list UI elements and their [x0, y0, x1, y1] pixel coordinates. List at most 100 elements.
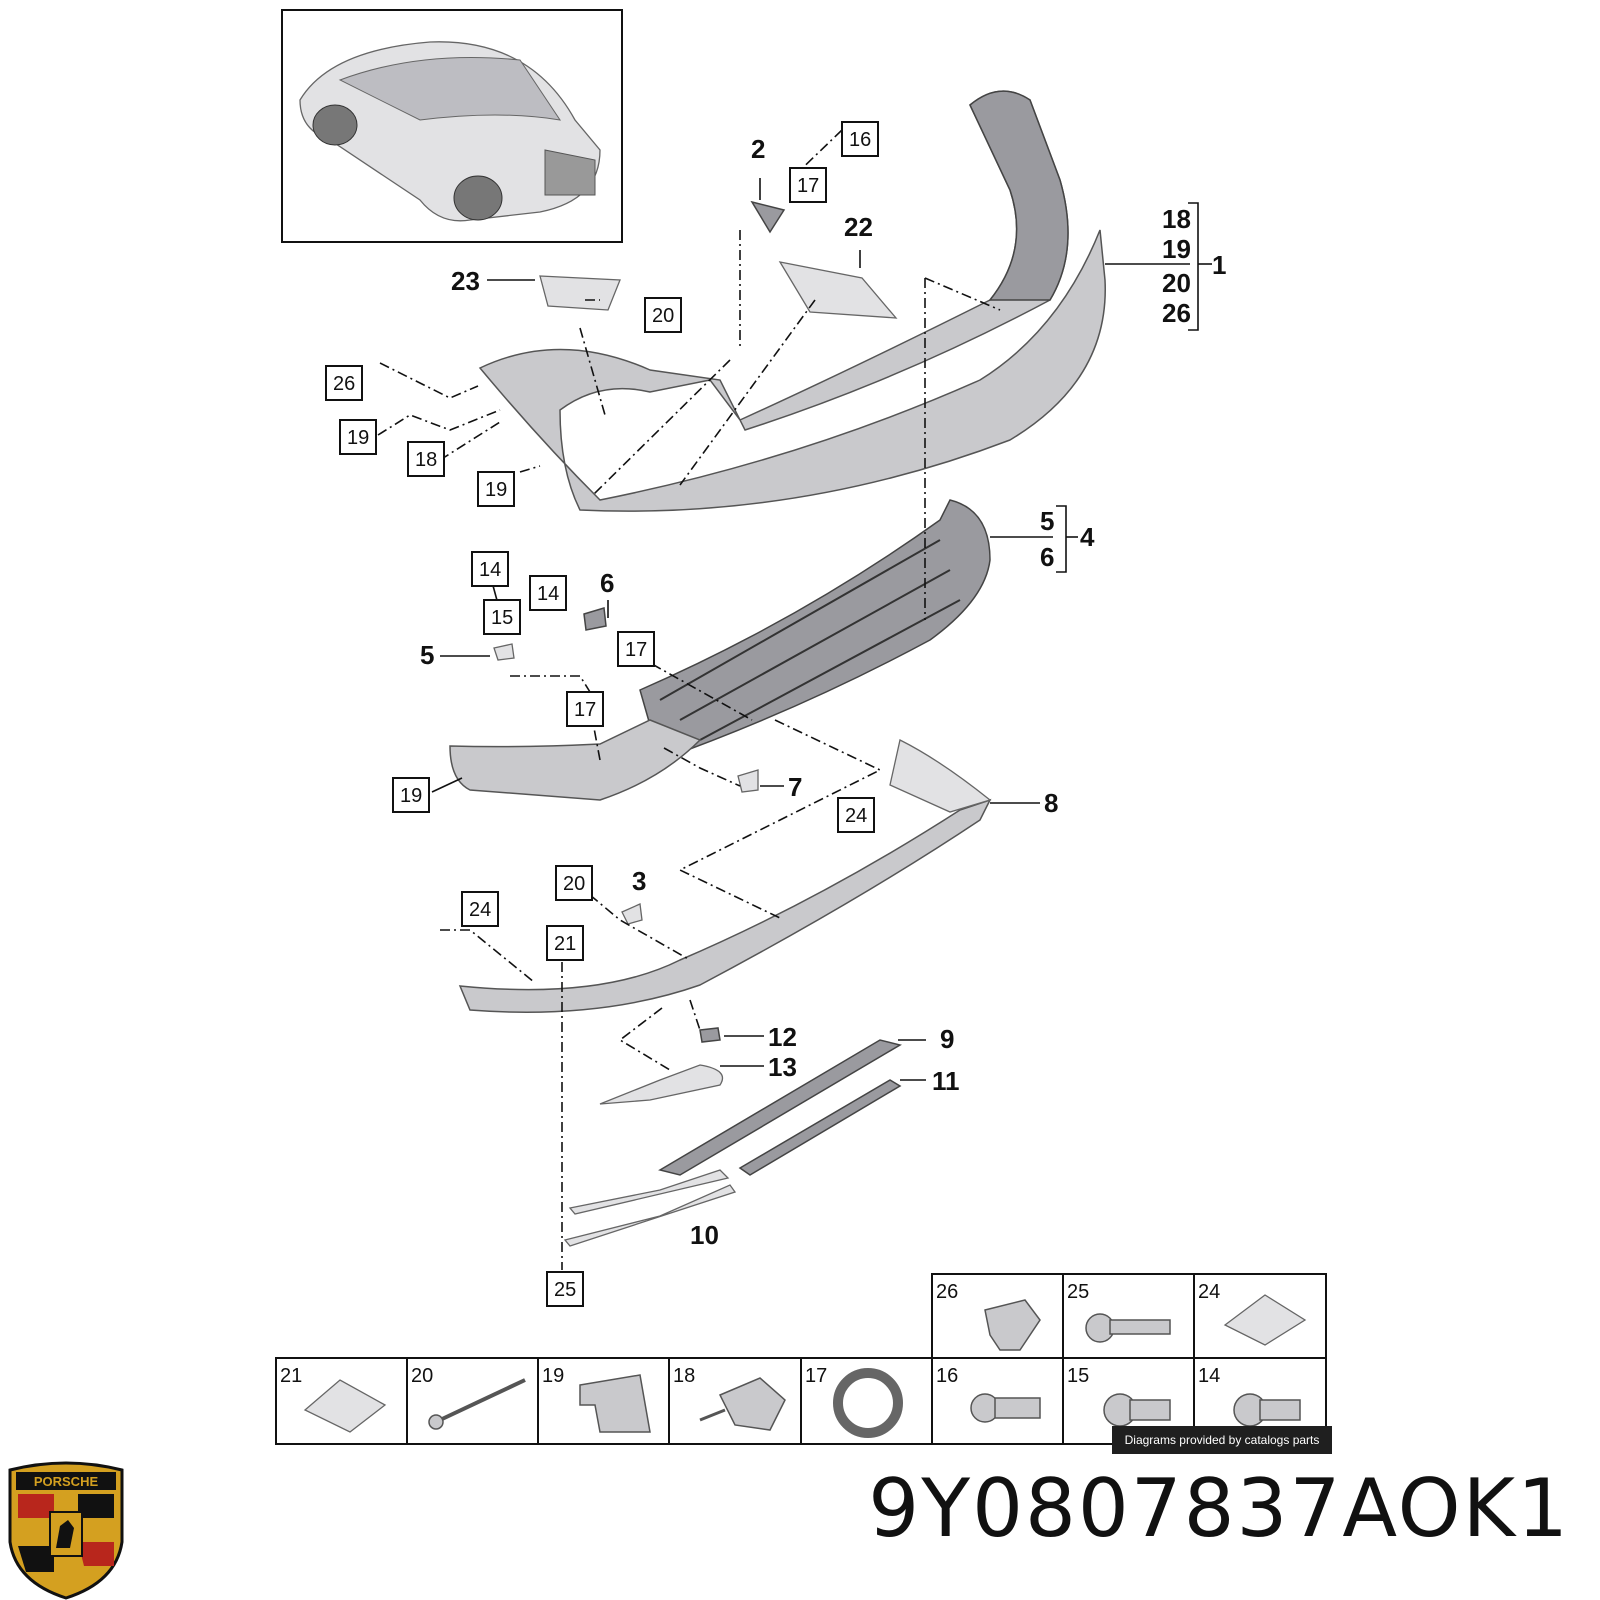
box-17-top: 17	[789, 167, 827, 203]
callout-5: 5	[420, 640, 434, 670]
fastener-icon-26	[984, 1299, 1041, 1351]
callout-12: 12	[768, 1022, 797, 1052]
boxed-callouts: 16 17 20 26 19 18 19 14 14 15 17 17 19 2…	[325, 121, 879, 1307]
box-20-top: 20	[644, 297, 682, 333]
clip-part-12	[699, 1027, 721, 1043]
sensor-icon-14	[1233, 1393, 1301, 1427]
box-25: 25	[546, 1271, 584, 1307]
svg-text:14: 14	[479, 559, 501, 581]
grid-label-17: 17	[805, 1365, 827, 1387]
grid-label-15: 15	[1067, 1365, 1089, 1387]
box-16: 16	[841, 121, 879, 157]
callout-numbers: 1 18 19 20 26 2 22 23 5 6 4 6 5 7 8 3 12…	[420, 134, 1226, 1250]
bracket-icon-19	[579, 1374, 651, 1433]
grid-label-18: 18	[673, 1365, 695, 1387]
svg-text:19: 19	[347, 427, 369, 449]
svg-text:PORSCHE: PORSCHE	[34, 1474, 99, 1489]
bumper-carrier	[639, 499, 991, 761]
box-21: 21	[546, 925, 584, 961]
grid-label-14: 14	[1198, 1365, 1220, 1387]
part-number: 9Y0807837AOK1	[868, 1462, 1570, 1555]
callout-5-group: 5	[1040, 506, 1054, 536]
grid-label-24: 24	[1198, 1281, 1220, 1303]
reflector-right	[778, 261, 898, 319]
box-24-a: 24	[837, 797, 875, 833]
lower-bumper-section	[449, 719, 702, 801]
callout-10: 10	[690, 1220, 719, 1250]
reflector-left	[539, 275, 621, 311]
svg-text:20: 20	[652, 305, 674, 327]
vehicle-overview-thumbnail	[281, 9, 623, 243]
callout-1: 1	[1212, 250, 1226, 280]
callout-6: 6	[600, 568, 614, 598]
diffuser-end-cap	[889, 739, 992, 813]
svg-text:24: 24	[845, 805, 867, 827]
callout-26: 26	[1162, 298, 1191, 328]
box-17-mid: 17	[617, 631, 655, 667]
grid-label-20: 20	[411, 1365, 433, 1387]
box-14-b: 14	[529, 575, 567, 611]
callout-6-group: 6	[1040, 542, 1054, 572]
grid-label-25: 25	[1067, 1281, 1089, 1303]
svg-text:19: 19	[400, 785, 422, 807]
svg-text:14: 14	[537, 583, 559, 605]
hardware-grid: 26 25 24 21 20 19 18 17 16 15 14	[275, 1273, 1327, 1445]
callout-22: 22	[844, 212, 873, 242]
trim-strip-13	[599, 1064, 724, 1105]
trim-strip-10a	[568, 1169, 730, 1215]
box-15: 15	[483, 599, 521, 635]
box-14-a: 14	[471, 551, 509, 587]
box-17-low: 17	[566, 691, 604, 727]
grid-label-26: 26	[936, 1281, 958, 1303]
svg-text:26: 26	[333, 373, 355, 395]
box-18: 18	[407, 441, 445, 477]
clip-part-2	[750, 200, 786, 234]
callout-7: 7	[788, 772, 802, 802]
porsche-crest-icon: PORSCHE	[8, 1461, 124, 1600]
ring-icon-17	[833, 1368, 903, 1438]
box-20-low: 20	[555, 865, 593, 901]
grid-label-19: 19	[542, 1365, 564, 1387]
clip-part-5	[493, 643, 515, 661]
svg-text:19: 19	[485, 479, 507, 501]
rivet-icon-20	[428, 1378, 526, 1430]
callout-4: 4	[1080, 522, 1095, 552]
svg-text:25: 25	[554, 1279, 576, 1301]
svg-text:17: 17	[574, 699, 596, 721]
callout-8: 8	[1044, 788, 1058, 818]
clip-part-7	[737, 769, 759, 793]
catalog-credit-bar: Diagrams provided by catalogs parts	[1112, 1426, 1332, 1454]
callout-19: 19	[1162, 234, 1191, 264]
svg-text:15: 15	[491, 607, 513, 629]
rear-diffuser	[458, 798, 992, 1013]
box-19-a: 19	[339, 419, 377, 455]
callout-13: 13	[768, 1052, 797, 1082]
sensor-icon-15	[1103, 1393, 1171, 1427]
screw-icon-25	[1085, 1313, 1171, 1343]
rear-bumper-cover	[478, 90, 1106, 512]
box-24-b: 24	[461, 891, 499, 927]
callout-3: 3	[632, 866, 646, 896]
callout-2: 2	[751, 134, 765, 164]
svg-text:17: 17	[625, 639, 647, 661]
expanding-clip-icon-18	[699, 1377, 786, 1431]
svg-text:20: 20	[563, 873, 585, 895]
box-19-c: 19	[392, 777, 430, 813]
callout-20: 20	[1162, 268, 1191, 298]
box-26: 26	[325, 365, 363, 401]
svg-text:17: 17	[797, 175, 819, 197]
svg-text:16: 16	[849, 129, 871, 151]
svg-text:18: 18	[415, 449, 437, 471]
sensor-icon-16	[970, 1393, 1041, 1423]
callout-18: 18	[1162, 204, 1191, 234]
clip-icon-21	[303, 1379, 387, 1433]
trim-strip-11	[738, 1079, 902, 1176]
leader-lines	[431, 178, 1212, 1081]
clip-part-6	[583, 607, 607, 631]
grid-label-21: 21	[280, 1365, 302, 1387]
clip-part-3	[621, 903, 643, 925]
trim-strip-10b	[563, 1184, 737, 1247]
trim-strip-9	[658, 1039, 902, 1176]
clip-icon-24	[1223, 1294, 1307, 1346]
